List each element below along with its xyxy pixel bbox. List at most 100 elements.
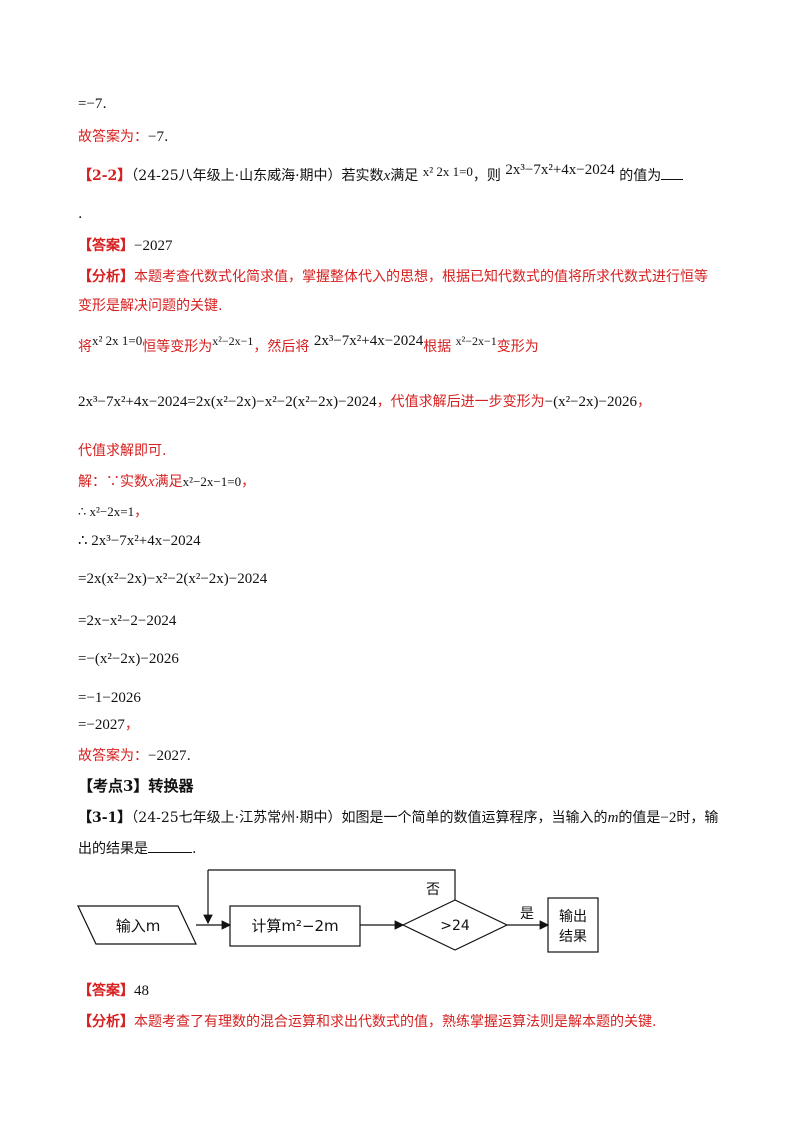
solution-line-2: ∴ x²−2x=1， (78, 502, 148, 522)
math-expr: =−(x²−2x)−2026 (78, 651, 179, 667)
analysis-line-2: 变形是解决问题的关键. (78, 296, 222, 316)
input-label: 输入m (116, 917, 161, 935)
math-expr: =−1−2026 (78, 690, 141, 706)
yes-label: 是 (520, 906, 534, 922)
answer-value: 48 (134, 983, 149, 999)
answer-value: −2027 (148, 748, 187, 764)
analysis-text: ，代值求解后进一步变形为 (376, 394, 545, 410)
answer-line-2: 【答案】48 (78, 981, 149, 1001)
solution-line-3: ∴ 2x³−7x²+4x−2024 (78, 531, 201, 551)
var-x: x (383, 168, 391, 184)
analysis-text: 本题考查代数式化简求值，掌握整体代入的思想，根据已知代数式的值将所求代数式进行恒… (134, 269, 708, 285)
solution-text: 解：∵实数 (78, 474, 148, 490)
solution-line-6: =−(x²−2x)−2026 (78, 649, 179, 669)
question-text: 时，输 (676, 810, 719, 826)
answer-blank (148, 838, 192, 853)
question-2-2-dot: . (78, 204, 82, 224)
analysis-text: 变形是解决问题的关键. (78, 298, 223, 314)
result-line: =−7. (78, 94, 107, 114)
loop-line (208, 869, 456, 900)
target-expression: 2x³−7x²+4x−2024 (505, 162, 615, 178)
no-label: 否 (426, 882, 440, 898)
output-label-2: 结果 (559, 929, 587, 945)
math-expr: x²−2x−1=0 (182, 474, 242, 489)
punct: . (163, 129, 169, 145)
section-heading: 【考点3】转换器 (78, 777, 194, 795)
compute-box (229, 905, 361, 947)
question-text: （24-25七年级上·江苏常州·期中）如图是一个简单的数值运算程序，当输入的 (131, 810, 608, 826)
analysis-label: 【分析】 (78, 269, 134, 285)
final-answer: 故答案为：−2027. (78, 746, 191, 766)
question-3-1: 【3-1】（24-25七年级上·江苏常州·期中）如图是一个简单的数值运算程序，当… (78, 808, 718, 828)
input-value: −2 (660, 810, 677, 826)
answer-label: 【答案】 (78, 238, 134, 254)
punct: . (186, 748, 191, 764)
analysis-text: ，然后将 (253, 339, 310, 355)
condition-label: >24 (440, 918, 470, 934)
math-expr: −(x²−2x)−2026 (544, 394, 637, 410)
math-expr: =2x−x²−2−2024 (78, 613, 177, 629)
answer-label: 【答案】 (78, 983, 134, 999)
question-2-2: 【2-2】（24-25八年级上·山东威海·期中）若实数x满足 x² 2x 1=0… (78, 162, 684, 186)
analysis-text: 根据 (423, 339, 452, 355)
var-x: x (148, 474, 155, 490)
solution-text: 满足 (154, 474, 183, 490)
analysis-2: 【分析】本题考查了有理数的混合运算和求出代数式的值，熟练掌握运算法则是解本题的关… (78, 1012, 656, 1032)
math-expr: 2x³−7x²+4x−2024=2x(x²−2x)−x²−2(x²−2x)−20… (78, 394, 377, 410)
analysis-text: 本题考查了有理数的混合运算和求出代数式的值，熟练掌握运算法则是解本题的关键. (134, 1014, 657, 1030)
answer-line: 【答案】−2027 (78, 236, 172, 256)
punct: ， (636, 394, 651, 410)
question-3-1-cont: 出的结果是. (78, 838, 196, 859)
solution-line-5: =2x−x²−2−2024 (78, 611, 176, 631)
answer-label: 故答案为： (78, 129, 148, 145)
question-source: （24-25八年级上·山东威海·期中）若实数 (131, 168, 384, 184)
flowchart: 输入m 计算m²−2m >24 是 输出 结果 否 (77, 869, 599, 953)
solution-line-4: =2x(x²−2x)−x²−2(x²−2x)−2024 (78, 569, 267, 589)
math-expr: x²−2x−1 (455, 334, 497, 348)
answer-value: −2027 (134, 238, 173, 254)
question-text: 的值是 (618, 810, 661, 826)
math-expr: =2x(x²−2x)−x²−2(x²−2x)−2024 (78, 571, 268, 587)
punct: ， (241, 474, 256, 490)
analysis-line-1: 【分析】本题考查代数式化简求值，掌握整体代入的思想，根据已知代数式的值将所求代数… (78, 267, 708, 287)
math-expr: =−7 (78, 96, 103, 112)
analysis-text: 代值求解即可. (78, 443, 167, 459)
analysis-step-a: 将x² 2x 1=0恒等变形为x²−2x−1，然后将 2x³−7x²+4x−20… (78, 333, 539, 357)
solution-line-8: =−2027， (78, 715, 139, 735)
compute-label: 计算m²−2m (251, 917, 338, 935)
analysis-step-c: 代值求解即可. (78, 441, 166, 461)
punct: . (78, 206, 83, 222)
math-expr: =−2027 (78, 717, 125, 733)
punct: . (102, 96, 107, 112)
punct: . (192, 841, 197, 857)
math-expr: x²−2x−1 (212, 334, 254, 348)
analysis-label: 【分析】 (78, 1014, 134, 1030)
condition-equation: x² 2x 1=0 (422, 164, 473, 179)
question-text: 出的结果是 (78, 841, 148, 857)
punct: ， (124, 717, 139, 733)
analysis-step-b: 2x³−7x²+4x−2024=2x(x²−2x)−x²−2(x²−2x)−20… (78, 392, 651, 412)
analysis-text: 变形为 (496, 339, 539, 355)
question-text: ，则 (472, 168, 501, 184)
condition-equation: x² 2x 1=0 (92, 333, 143, 348)
answer-value: −7 (148, 129, 164, 145)
output-label-1: 输出 (559, 909, 587, 925)
question-text: 的值为 (619, 168, 662, 184)
answer-statement: 故答案为：−7. (78, 127, 168, 147)
input-shape (77, 905, 197, 945)
var-m: m (607, 810, 619, 826)
answer-label: 故答案为： (78, 748, 148, 764)
answer-blank (661, 165, 684, 180)
question-tag: 【3-1】 (78, 810, 132, 826)
question-text: 满足 (390, 168, 419, 184)
analysis-text: 将 (78, 339, 92, 355)
punct: ， (134, 504, 149, 520)
solution-line-7: =−1−2026 (78, 688, 141, 708)
math-expr: ∴ x²−2x=1 (78, 504, 135, 519)
solution-line-1: 解：∵实数x满足x²−2x−1=0， (78, 472, 255, 492)
analysis-text: 恒等变形为 (142, 339, 213, 355)
output-box (547, 897, 599, 953)
question-tag: 【2-2】 (78, 168, 132, 184)
math-expr: ∴ 2x³−7x²+4x−2024 (78, 533, 201, 549)
target-expression: 2x³−7x²+4x−2024 (313, 333, 424, 349)
